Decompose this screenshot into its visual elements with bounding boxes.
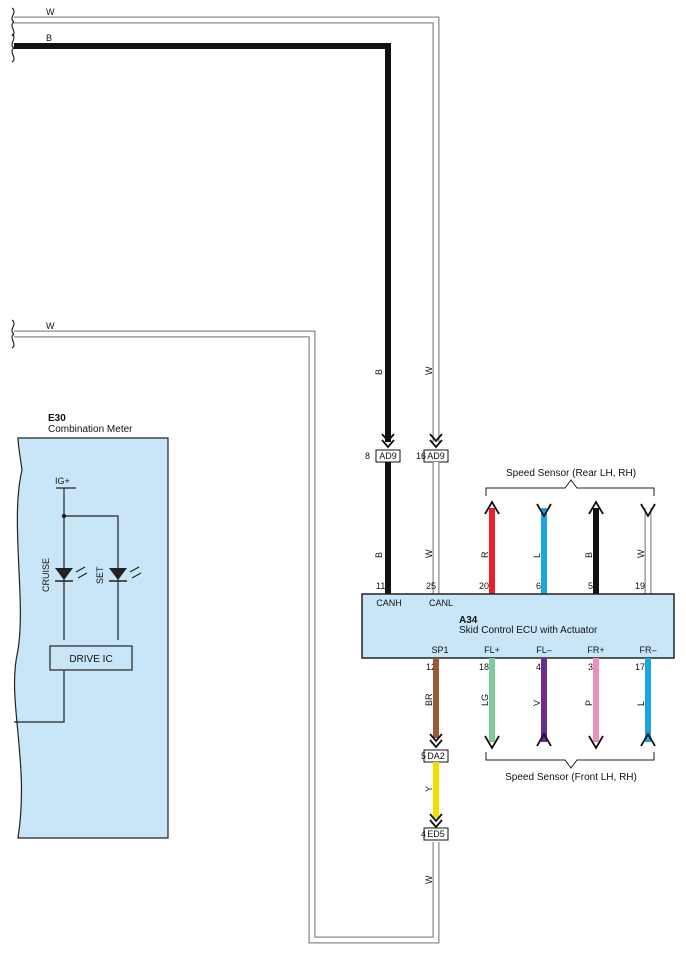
sp1-label: SP1 <box>431 645 448 655</box>
front-wire-pin: 4 <box>536 662 541 672</box>
canl-pin: 25 <box>426 581 436 591</box>
front-wire-terminal: FL– <box>536 645 552 655</box>
wire-break-top-b <box>11 33 16 63</box>
mid-w-label: W <box>46 321 55 331</box>
rear-sensor-label: Speed Sensor (Rear LH, RH) <box>506 468 636 479</box>
ed5-pin: 4 <box>421 829 426 839</box>
set-led-rays-icon <box>129 566 142 579</box>
ed5-box <box>423 827 449 841</box>
rear-wire-rr-plus: B5RR+ <box>584 500 605 608</box>
sp1-wire-label: BR <box>424 693 434 706</box>
front-wire-color-label: V <box>532 700 542 706</box>
bottom-w-label: W <box>424 875 434 884</box>
da2-chevron-icon <box>429 733 443 749</box>
ad9-left-wire-below-label: B <box>374 552 384 558</box>
front-wire-color-label: P <box>584 700 594 706</box>
rear-wire-arrow-icon <box>588 500 604 515</box>
ecu-a34-body <box>361 593 675 659</box>
rear-wire-rl-plus: R20RL+ <box>479 500 500 608</box>
front-wire-arrow-icon <box>640 732 656 747</box>
ecu-code: A34 <box>459 615 478 626</box>
rear-wire-pin: 5 <box>588 581 593 591</box>
rear-wire-color-label: L <box>532 553 542 558</box>
ad9-right-wire-above-label: W <box>424 366 434 375</box>
cruise-label: CRUISE <box>41 558 51 592</box>
set-label: SET <box>95 566 105 584</box>
wire-break-top-w <box>11 7 16 37</box>
rear-sensor-brace <box>485 479 655 496</box>
front-sensor-label: Speed Sensor (Front LH, RH) <box>505 772 637 783</box>
front-wire-pin: 17 <box>635 662 645 672</box>
rear-wire-arrow-icon <box>640 503 656 518</box>
set-led-icon <box>109 568 127 580</box>
e30-code: E30 <box>48 413 66 424</box>
front-wire-fr-minus: L 17 FR– <box>635 645 657 747</box>
ed5-name: ED5 <box>427 829 445 839</box>
da2-pin: 5 <box>421 751 426 761</box>
ad9-left-chevron-icon <box>381 433 395 449</box>
sp1-pin: 12 <box>426 662 436 672</box>
front-wire-pin: 18 <box>479 662 489 672</box>
front-wire-fl-plus: LG 18 FL+ <box>479 645 500 750</box>
mid-w-wire <box>14 331 439 943</box>
junction-dot <box>61 513 67 519</box>
front-wire-fl-minus: V 4 FL– <box>532 645 552 747</box>
canl-label: CANL <box>429 598 453 608</box>
da2-name: DA2 <box>427 751 445 761</box>
drive-ic-box <box>49 645 133 671</box>
canh-label: CANH <box>376 598 402 608</box>
top-b-label: B <box>46 33 52 43</box>
top-w-wire <box>14 17 439 442</box>
cruise-led-rays-icon <box>75 566 88 579</box>
top-w-label: W <box>46 7 55 17</box>
front-wire-terminal: FL+ <box>484 645 500 655</box>
drive-ic-output-line <box>14 670 65 723</box>
ad9-left-pin: 8 <box>365 451 370 461</box>
y-wire-label: Y <box>424 786 434 792</box>
ecu-name: Skid Control ECU with Actuator <box>459 625 598 636</box>
drive-ic-label: DRIVE IC <box>69 654 112 665</box>
ad9-right-pin: 16 <box>416 451 426 461</box>
front-wire-color-label: LG <box>480 694 490 706</box>
front-wire-arrow-icon <box>536 732 552 747</box>
rear-wire-rl-minus: L6RL– <box>532 503 552 608</box>
cruise-led-icon <box>55 568 73 580</box>
front-wire-terminal: FR– <box>639 645 656 655</box>
rear-wire-rr-minus: W19RR– <box>635 503 657 608</box>
top-w-wire-outline <box>14 16 440 442</box>
front-wire-arrow-icon <box>484 735 500 750</box>
e30-meter-body <box>13 437 169 839</box>
front-wire-terminal: FR+ <box>587 645 604 655</box>
set-line <box>64 515 119 640</box>
ed5-chevron-icon <box>429 813 443 829</box>
rear-wire-pin: 19 <box>635 581 645 591</box>
canh-pin: 11 <box>376 581 385 591</box>
e30-name: Combination Meter <box>48 424 133 435</box>
ad9-right-wire-below-label: W <box>424 549 434 558</box>
ad9-left-wire-above-label: B <box>374 369 384 375</box>
rear-wire-arrow-icon <box>536 503 552 518</box>
top-b-wire <box>14 43 391 442</box>
front-wire-pin: 3 <box>588 662 593 672</box>
wire-break-mid-w <box>11 319 16 349</box>
rear-wire-color-label: W <box>636 549 646 558</box>
rear-wire-arrow-icon <box>484 500 500 515</box>
ad9-left-name: AD9 <box>379 451 397 461</box>
front-wire-color-label: L <box>636 701 646 706</box>
ad9-right-chevron-icon <box>429 433 443 449</box>
front-sensor-brace <box>485 752 655 769</box>
rear-wire-pin: 6 <box>536 581 541 591</box>
ad9-right-name: AD9 <box>427 451 445 461</box>
ig-label: IG+ <box>55 476 70 486</box>
front-wire-arrow-icon <box>588 735 604 750</box>
rear-wire-color-label: R <box>480 551 490 558</box>
front-wire-fr-plus: P 3 FR+ <box>584 645 605 750</box>
rear-wire-color-label: B <box>584 552 594 558</box>
rear-wire-pin: 20 <box>479 581 489 591</box>
